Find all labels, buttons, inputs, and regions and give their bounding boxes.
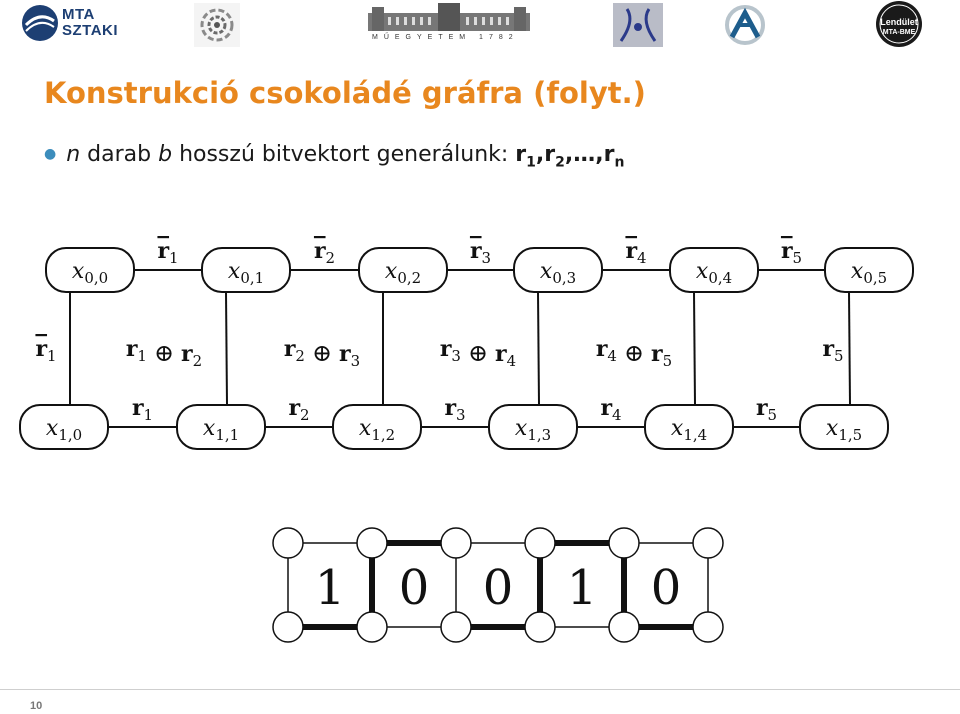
- muegyetem-caption: MŰEGYETEM 1782: [372, 34, 519, 41]
- vertical-edge-label: r5: [822, 336, 843, 365]
- mta-sztaki-wordmark: MTA SZTAKI: [62, 6, 119, 39]
- grid-vertex: [692, 611, 724, 643]
- bottom-edge-label: r2: [288, 395, 309, 424]
- graph-node: [176, 404, 266, 450]
- var-b: b: [158, 142, 173, 167]
- top-edge-label: r1: [157, 238, 178, 267]
- lendulet-wordmark: Lendület: [880, 17, 918, 27]
- slide-title: Konstrukció csokoládé gráfra (folyt.): [44, 76, 646, 110]
- node-label: x0,2: [385, 259, 421, 287]
- node-label: x1,5: [826, 416, 862, 444]
- vector-r2: r2: [544, 142, 565, 171]
- muegyetem-building-logo: [368, 3, 530, 31]
- vertical-edge: [693, 291, 696, 406]
- vertical-edge: [225, 291, 228, 406]
- top-edge-label: r5: [781, 238, 802, 267]
- bit-digit: 1: [315, 560, 346, 616]
- institute-logo: [613, 3, 663, 47]
- vertical-edge: [848, 291, 851, 406]
- vertical-edge-label: r1: [35, 336, 56, 365]
- node-label: x1,2: [359, 416, 395, 444]
- graph-node: [799, 404, 889, 450]
- lendulet-logo: [876, 1, 922, 47]
- node-label: x1,0: [46, 416, 82, 444]
- graph-node: [45, 247, 135, 293]
- grid-vertex: [356, 611, 388, 643]
- node-label: x0,5: [851, 259, 887, 287]
- lambda-logo: [725, 5, 765, 45]
- comma: ,: [535, 142, 545, 167]
- graph-node: [644, 404, 734, 450]
- vector-rn: rn: [603, 142, 625, 171]
- bit-digit: 0: [483, 560, 514, 616]
- graph-node: [358, 247, 448, 293]
- grid-vertex: [356, 527, 388, 559]
- spiral-logo: [194, 3, 240, 47]
- bullet-item: ● n darab b hosszú bitvektort generálunk:…: [44, 142, 624, 170]
- graph-node: [332, 404, 422, 450]
- node-label: x1,3: [515, 416, 551, 444]
- top-edge-label: r3: [470, 238, 491, 267]
- var-n: n: [66, 142, 81, 167]
- grid-vertex: [608, 527, 640, 559]
- logo-bar: MTA SZTAKI MŰEGYETEM 1782: [0, 0, 960, 50]
- bit-digit: 0: [399, 560, 430, 616]
- node-label: x1,4: [671, 416, 707, 444]
- bottom-edge-label: r5: [756, 395, 777, 424]
- top-edge-label: r2: [314, 238, 335, 267]
- grid-vertex: [524, 611, 556, 643]
- vertical-edge: [537, 291, 540, 406]
- node-label: x0,3: [540, 259, 576, 287]
- top-edge-label: r4: [625, 238, 646, 267]
- node-label: x1,1: [203, 416, 239, 444]
- graph-node: [488, 404, 578, 450]
- grid-vertex: [440, 527, 472, 559]
- grid-vertex: [272, 527, 304, 559]
- graph-node: [19, 404, 109, 450]
- grid-vertex: [440, 611, 472, 643]
- graph-node: [824, 247, 914, 293]
- ellipsis: ,…,: [564, 142, 604, 167]
- grid-vertex: [692, 527, 724, 559]
- page-number: 10: [30, 700, 43, 712]
- bottom-edge-label: r4: [600, 395, 621, 424]
- bottom-edge-label: r1: [132, 395, 153, 424]
- node-label: x0,0: [72, 259, 108, 287]
- chocolate-graph: x0,0 x0,1 x0,2 x0,3 x0,4 x0,5 x1,0 x1,1 x1,2 x1,3…: [19, 238, 914, 450]
- footer-divider: [0, 689, 960, 690]
- bit-digit: 1: [567, 560, 598, 616]
- graph-node: [201, 247, 291, 293]
- mta-sztaki-logo: [22, 5, 58, 41]
- node-label: x0,4: [696, 259, 732, 287]
- bit-digit: 0: [651, 560, 682, 616]
- vertical-edge-label: r2 ⊕ r3: [284, 336, 360, 370]
- vertical-edge-label: r1 ⊕ r2: [126, 336, 202, 370]
- graph-node: [669, 247, 759, 293]
- bullet-text-2: hosszú bitvektort generálunk:: [172, 142, 516, 167]
- bullet-dot-icon: ●: [44, 146, 57, 162]
- vertical-edge-label: r3 ⊕ r4: [440, 336, 516, 370]
- vertical-edge-label: r4 ⊕ r5: [596, 336, 672, 370]
- grid-vertex: [524, 527, 556, 559]
- node-label: x0,1: [228, 259, 264, 287]
- graph-node: [513, 247, 603, 293]
- bottom-edge-label: r3: [444, 395, 465, 424]
- grid-vertex: [272, 611, 304, 643]
- vector-r1: r1: [515, 142, 536, 171]
- grid-vertex: [608, 611, 640, 643]
- lendulet-subtitle: MTA-BME: [882, 29, 916, 36]
- bullet-text-1: darab: [80, 142, 159, 167]
